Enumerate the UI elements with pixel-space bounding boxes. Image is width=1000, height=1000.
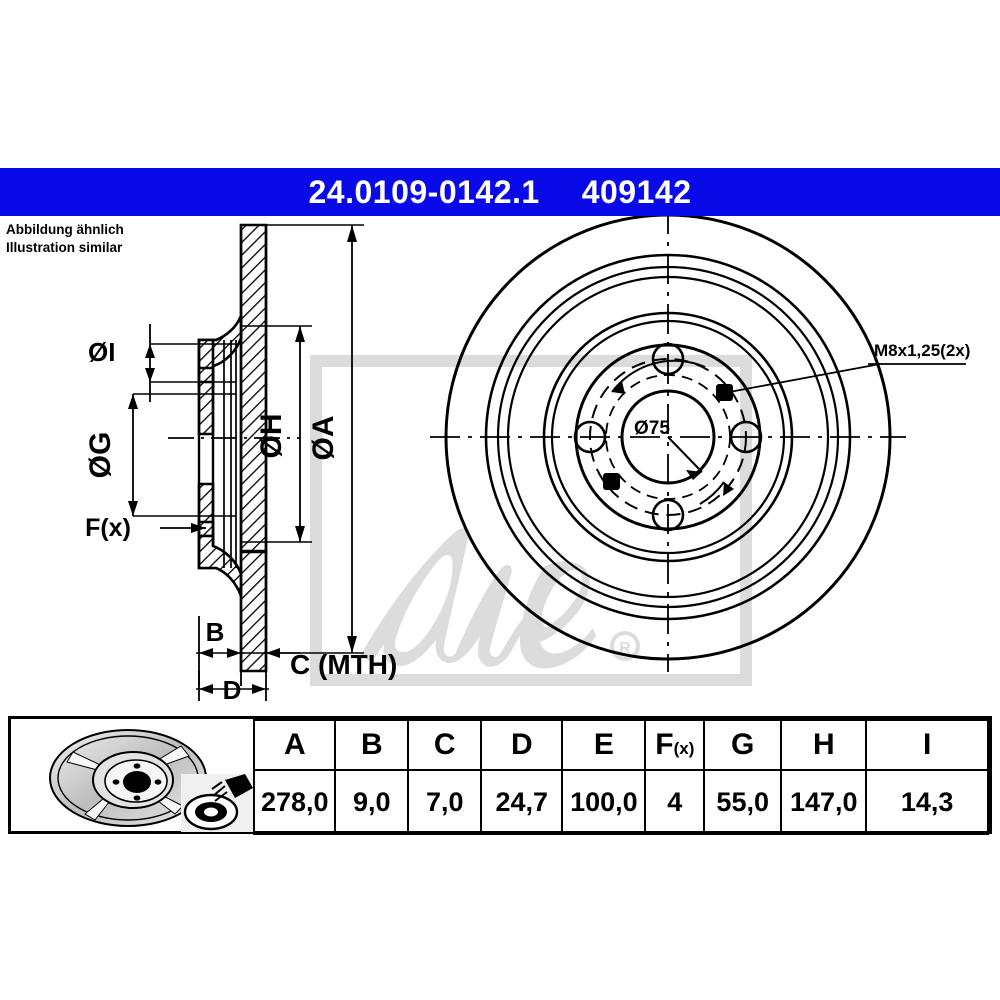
table-value-b: 9,0 xyxy=(334,769,410,835)
hub-wall-upper xyxy=(197,338,215,436)
spec-table: A B C D E F(x) G H I 278,0 9,0 7,0 24,7 … xyxy=(8,716,992,835)
coated-disc-spray-icon xyxy=(181,774,253,832)
table-value-i: 14,3 xyxy=(865,769,989,835)
dim-d: D xyxy=(196,671,269,705)
label-center-bore: Ø75 xyxy=(634,418,670,439)
table-header-i: I xyxy=(865,719,989,771)
note-line-en: Illustration similar xyxy=(6,239,123,255)
label-diameter-h: ØH xyxy=(255,414,288,459)
table-value-a: 278,0 xyxy=(253,769,337,835)
technical-drawing: R xyxy=(84,216,970,705)
label-fx: F(x) xyxy=(85,514,131,542)
callout-thread-m8: M8x1,25(2x) xyxy=(723,341,970,394)
callout-fx: F(x) xyxy=(85,514,206,542)
table-value-e: 100,0 xyxy=(561,769,647,835)
dim-b: B xyxy=(196,616,244,686)
hub-bell-lower xyxy=(197,534,243,597)
label-c-mth: C (MTH) xyxy=(290,649,397,680)
table-value-fx: 4 xyxy=(644,769,706,835)
table-header-h: H xyxy=(780,719,868,771)
table-header-d: D xyxy=(480,719,564,771)
dim-diameter-a: ØA xyxy=(266,224,364,654)
label-diameter-a: ØA xyxy=(307,416,340,461)
table-header-c: C xyxy=(407,719,483,771)
note-line-de: Abbildung ähnlich xyxy=(6,222,124,237)
table-value-h: 147,0 xyxy=(780,769,868,835)
label-thread-m8: M8x1,25(2x) xyxy=(874,341,970,360)
reference-number: 409142 xyxy=(581,174,692,210)
illustration-note: Abbildung ähnlich Illustration similar xyxy=(6,221,236,257)
label-b: B xyxy=(206,617,225,647)
dim-diameter-h: ØH xyxy=(241,325,312,543)
table-header-fx: F(x) xyxy=(644,719,706,771)
table-value-d: 24,7 xyxy=(480,769,564,835)
bolt-circle-arcs xyxy=(611,359,734,505)
dim-diameter-g: ØG xyxy=(84,393,236,517)
label-d: D xyxy=(223,675,242,705)
header-bar: 24.0109-0142.1 409142 xyxy=(0,168,1000,216)
fx-sub: (x) xyxy=(673,739,695,758)
disc-section-upper xyxy=(239,223,268,553)
table-header-e: E xyxy=(561,719,647,771)
dim-c-mth: C (MTH) xyxy=(241,648,397,680)
dim-diameter-i: ØI xyxy=(88,324,236,402)
bolt-boss-upper xyxy=(197,366,215,384)
brake-disc-3d-icon xyxy=(49,729,207,827)
table-header-b: B xyxy=(334,719,410,771)
table-icon-cell xyxy=(11,720,256,834)
label-diameter-g: ØG xyxy=(84,432,117,479)
label-diameter-i: ØI xyxy=(88,337,115,367)
table-header-a: A xyxy=(253,719,337,771)
dim-center-bore: Ø75 xyxy=(634,418,703,480)
table-values-row: 278,0 9,0 7,0 24,7 100,0 4 55,0 147,0 14… xyxy=(11,769,989,835)
table-value-c: 7,0 xyxy=(407,769,483,835)
table-header-row: A B C D E F(x) G H I xyxy=(11,719,989,834)
table-header-g: G xyxy=(703,719,783,771)
face-view: Ø75 M8x1,25(2x) xyxy=(430,216,970,672)
part-code: 24.0109-0142.1 xyxy=(308,174,540,210)
cross-section-view: ØI ØG F(x) xyxy=(84,223,397,705)
table-value-g: 55,0 xyxy=(703,769,783,835)
fx-base: F xyxy=(655,728,674,761)
